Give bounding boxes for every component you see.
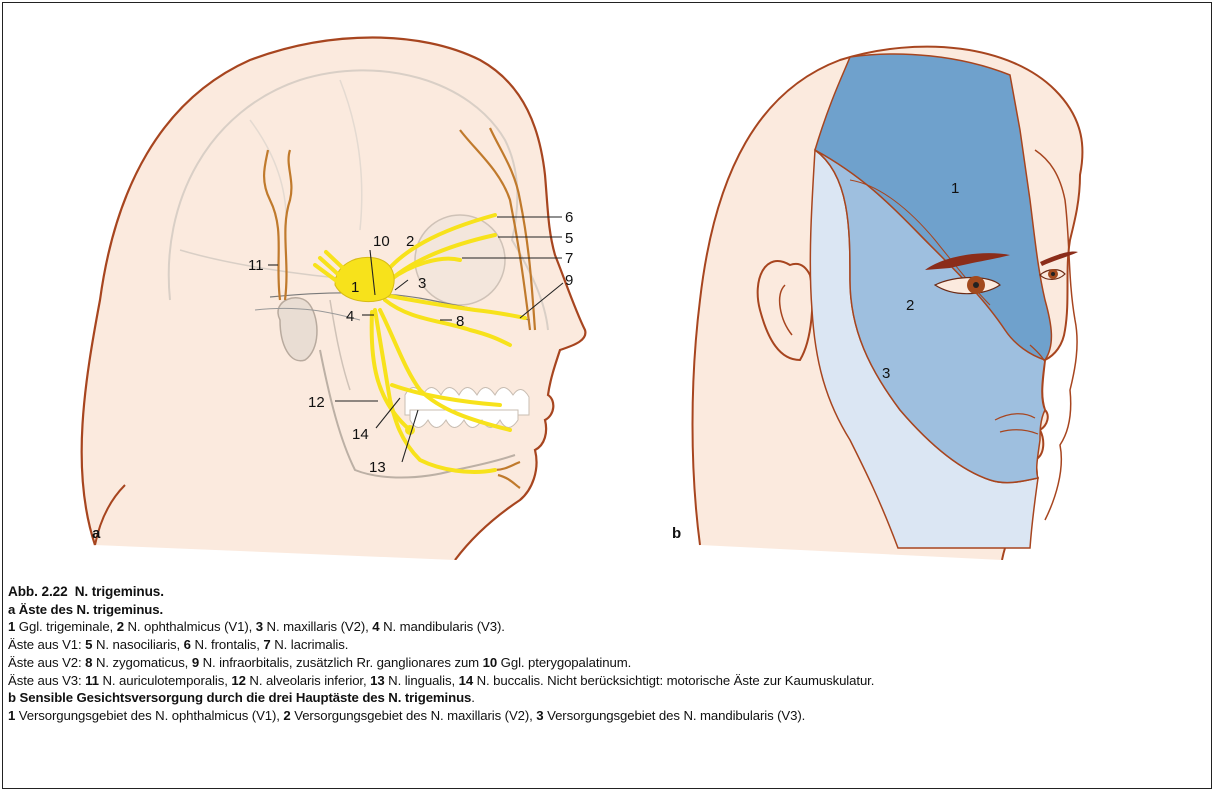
text: N. auriculotemporalis,: [99, 673, 231, 688]
num: 14: [459, 673, 473, 688]
label-4: 4: [346, 308, 354, 325]
num: 3: [256, 619, 263, 634]
num: 9: [192, 655, 199, 670]
caption-b-heading: b Sensible Gesichtsversorgung durch die …: [8, 689, 1208, 707]
label-8: 8: [456, 313, 464, 330]
text: N. alveolaris inferior,: [246, 673, 370, 688]
label-3: 3: [418, 275, 426, 292]
text: N. lingualis,: [385, 673, 459, 688]
caption-a-line1: 1 Ggl. trigeminale, 2 N. ophthalmicus (V…: [8, 618, 1208, 636]
label-14: 14: [352, 426, 369, 443]
figure-caption: Abb. 2.22 N. trigeminus. a Äste des N. t…: [8, 583, 1208, 725]
panel-b-letter: b: [672, 525, 681, 542]
num: 7: [263, 637, 270, 652]
text: N. buccalis. Nicht berücksichtigt: motor…: [473, 673, 874, 688]
zone-2-label: 2: [906, 297, 914, 314]
caption-a-line3: Äste aus V2: 8 N. zygomaticus, 9 N. infr…: [8, 654, 1208, 672]
heading-text: b Sensible Gesichtsversorgung durch die …: [8, 690, 471, 705]
text: N. lacrimalis.: [271, 637, 349, 652]
zone-1-label: 1: [951, 180, 959, 197]
label-5: 5: [565, 230, 573, 247]
label-6: 6: [565, 209, 573, 226]
num: 2: [283, 708, 290, 723]
label-7: 7: [565, 250, 573, 267]
caption-a-line2: Äste aus V1: 5 N. nasociliaris, 6 N. fro…: [8, 636, 1208, 654]
label-12: 12: [308, 394, 325, 411]
text: Versorgungsgebiet des N. mandibularis (V…: [544, 708, 806, 723]
num: 3: [536, 708, 543, 723]
panel-a-letter: a: [92, 525, 101, 542]
label-10: 10: [373, 233, 390, 250]
trigeminus-illustration: 1 2 3 4 5 6 7 8 9 10 11 12 13 14 a: [0, 0, 1217, 560]
text: N. infraorbitalis, zusätzlich Rr. gangli…: [199, 655, 483, 670]
text: N. frontalis,: [191, 637, 264, 652]
num: 12: [231, 673, 245, 688]
panel-b-face: 1 2 3 b: [672, 47, 1082, 560]
zone-3-label: 3: [882, 365, 890, 382]
num: 13: [370, 673, 384, 688]
num: 10: [483, 655, 497, 670]
num: 2: [117, 619, 124, 634]
prefix: Äste aus V1:: [8, 637, 85, 652]
label-11: 11: [248, 257, 264, 274]
label-2: 2: [406, 233, 414, 250]
text: Ggl. trigeminale,: [15, 619, 116, 634]
caption-title-prefix: Abb. 2.22: [8, 584, 68, 599]
text: N. nasociliaris,: [92, 637, 183, 652]
panel-a-head: 1 2 3 4 5 6 7 8 9 10 11 12 13 14 a: [82, 38, 586, 561]
num: 11: [85, 673, 99, 688]
caption-a-heading: a Äste des N. trigeminus.: [8, 601, 1208, 619]
text: Versorgungsgebiet des N. ophthalmicus (V…: [15, 708, 283, 723]
label-13: 13: [369, 459, 386, 476]
text: Ggl. pterygopalatinum.: [497, 655, 631, 670]
text: Versorgungsgebiet des N. maxillaris (V2)…: [291, 708, 537, 723]
prefix: Äste aus V3:: [8, 673, 85, 688]
label-1: 1: [351, 279, 359, 296]
caption-a-line4: Äste aus V3: 11 N. auriculotemporalis, 1…: [8, 672, 1208, 690]
text: N. ophthalmicus (V1),: [124, 619, 256, 634]
caption-title: Abb. 2.22 N. trigeminus.: [8, 583, 1208, 601]
num: 4: [372, 619, 379, 634]
text: N. maxillaris (V2),: [263, 619, 372, 634]
text: N. mandibularis (V3).: [380, 619, 505, 634]
prefix: Äste aus V2:: [8, 655, 85, 670]
caption-title-rest: N. trigeminus.: [75, 584, 164, 599]
heading-end: .: [471, 690, 475, 705]
label-9: 9: [565, 272, 573, 289]
text: N. zygomaticus,: [92, 655, 191, 670]
caption-b-line1: 1 Versorgungsgebiet des N. ophthalmicus …: [8, 707, 1208, 725]
num: 6: [184, 637, 191, 652]
